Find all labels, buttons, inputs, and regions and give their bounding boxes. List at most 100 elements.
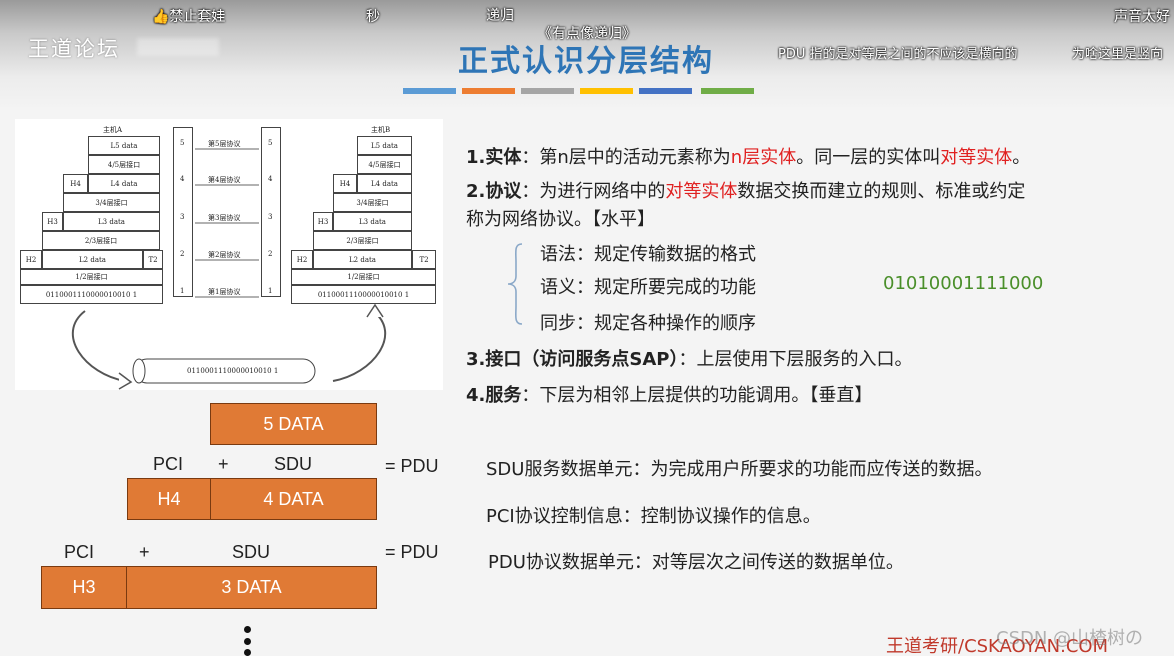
host-b-l2: L2 data (313, 250, 412, 269)
color-bar-4 (580, 88, 633, 94)
ellipsis-dot (244, 626, 251, 633)
box-h3: H3 (41, 566, 127, 609)
entity-text: 。同一层的实体叫 (796, 147, 941, 168)
protocol-semantics: 语义：规定所要完成的功能 (540, 277, 756, 298)
pci-label: PCI (153, 454, 184, 474)
color-bar-1 (403, 88, 456, 94)
protocol-label: 第2层协议 (208, 251, 241, 259)
danmaku-comment: 秒 (366, 9, 380, 25)
danmaku-comment: 递归 (486, 8, 514, 24)
watermark: CSDN @山楂树の (996, 628, 1144, 649)
box-3-data: 3 DATA (126, 566, 377, 609)
host-b-h3: H3 (313, 212, 333, 231)
protocol-label: 2.协议 (466, 181, 522, 202)
service-text: ：下层为相邻上层提供的功能调用。【垂直】 (521, 385, 873, 406)
entity-label: 1.实体 (466, 147, 522, 168)
pci-label: PCI (64, 542, 95, 562)
host-b-h2: H2 (291, 250, 313, 269)
layer-1-num: 1 (180, 287, 185, 295)
definition-pdu: PDU协议数据单元：对等层次之间传送的数据单位。 (488, 552, 904, 573)
host-b-if23: 2/3层接口 (313, 231, 412, 250)
interface-text: ：上层使用下层服务的入口。 (678, 349, 913, 370)
binary-example: 01010001111000 (883, 273, 1044, 294)
host-a-h2: H2 (20, 250, 42, 269)
host-b-t2: T2 (412, 250, 436, 269)
brace-icon (507, 243, 523, 325)
box-h4: H4 (127, 478, 211, 520)
box-4-data: 4 DATA (210, 478, 377, 520)
host-a-h4: H4 (63, 174, 88, 193)
protocol-syntax: 语法：规定传输数据的格式 (540, 244, 756, 265)
host-a-if12: 1/2层接口 (20, 269, 163, 285)
host-a-t2: T2 (143, 250, 163, 269)
brand-logo: 王道论坛 (28, 37, 120, 61)
layer-5-num: 5 (180, 139, 185, 147)
danmaku-comment: 声音太好 (1114, 9, 1170, 25)
host-b-bits: 0110001110000010010 1 (291, 285, 436, 304)
item-service: 4.服务：下层为相邻上层提供的功能调用。【垂直】 (466, 381, 872, 407)
host-a-if23: 2/3层接口 (42, 231, 160, 250)
host-a-h3: H3 (42, 212, 63, 231)
protocol-sync: 同步：规定各种操作的顺序 (540, 313, 756, 334)
pdu-label: = PDU (385, 542, 439, 562)
host-a-l3: L3 data (63, 212, 160, 231)
color-bar-6 (701, 88, 754, 94)
layer-3-num: 3 (268, 213, 273, 221)
protocol-label: 第4层协议 (208, 176, 241, 184)
protocol-label: 第3层协议 (208, 214, 241, 222)
service-label: 4.服务 (466, 385, 522, 406)
entity-highlight: n层实体 (730, 147, 797, 168)
layer-5-num: 5 (268, 139, 273, 147)
layer-number-column-b (261, 127, 281, 297)
item-interface: 3.接口（访问服务点SAP）：上层使用下层服务的入口。 (466, 345, 912, 371)
danmaku-comment: 👍禁止套娃 (152, 9, 226, 25)
protocol-highlight: 对等实体 (665, 181, 738, 202)
danmaku-comment: 为啥这里是竖向 (1072, 47, 1164, 62)
protocol-label: 第1层协议 (208, 288, 241, 296)
protocol-text: 数据交换而建立的规则、标准或约定 (737, 181, 1026, 202)
host-b-label: 主机B (371, 126, 391, 134)
protocol-label: 第5层协议 (208, 140, 241, 148)
layer-2-num: 2 (180, 250, 185, 258)
pdu-label: = PDU (385, 456, 439, 476)
layer-4-num: 4 (268, 175, 273, 183)
page-title: 正式认识分层结构 (458, 44, 714, 79)
footer-brand: 王道考研/CSKAOYAN.COM (886, 636, 1109, 656)
host-b-if34: 3/4层接口 (333, 193, 412, 212)
host-b-l3: L3 data (333, 212, 412, 231)
color-bar-2 (462, 88, 515, 94)
interface-label: 3.接口（访问服务点SAP） (466, 349, 679, 370)
host-b-l5: L5 data (357, 136, 412, 155)
layer-2-num: 2 (268, 250, 273, 258)
host-a-if45: 4/5层接口 (88, 155, 160, 174)
entity-highlight: 对等实体 (940, 147, 1013, 168)
color-bar-3 (521, 88, 574, 94)
item-protocol: 2.协议：为进行网络中的对等实体数据交换而建立的规则、标准或约定 (466, 177, 1025, 203)
host-a-bits: 0110001110000010010 1 (20, 285, 163, 304)
danmaku-comment: PDU 指的是对等层之间的不应该是横向的 (778, 47, 1018, 62)
ellipsis-dot (244, 638, 251, 645)
ellipsis-dot (244, 649, 251, 656)
plus-sign: + (139, 542, 150, 562)
host-a-l5: L5 data (88, 136, 160, 155)
host-b-if12: 1/2层接口 (291, 269, 436, 285)
entity-text: 。 (1012, 147, 1031, 168)
protocol-arrows (71, 148, 387, 390)
host-b-if45: 4/5层接口 (357, 155, 412, 174)
definition-sdu: SDU服务数据单元：为完成用户所要求的功能而应传送的数据。 (486, 459, 993, 480)
layer-4-num: 4 (180, 175, 185, 183)
color-bar-5 (639, 88, 692, 94)
host-a-l4: L4 data (88, 174, 160, 193)
danmaku-comment: 《有点像递归》 (538, 26, 636, 42)
item-entity: 1.实体：第n层中的活动元素称为n层实体。同一层的实体叫对等实体。 (466, 143, 1030, 169)
host-a-l2: L2 data (42, 250, 143, 269)
layer-architecture-figure: 主机A L5 data 4/5层接口 H4 L4 data 3/4层接口 H3 … (15, 119, 443, 390)
plus-sign: + (218, 454, 229, 474)
protocol-text: ：为进行网络中的 (521, 181, 666, 202)
host-a-if34: 3/4层接口 (63, 193, 160, 212)
definition-pci: PCI协议控制信息：控制协议操作的信息。 (486, 506, 821, 527)
sdu-label: SDU (232, 542, 271, 562)
box-5-data: 5 DATA (210, 403, 377, 445)
brand-blur (137, 38, 219, 56)
host-b-l4: L4 data (357, 174, 412, 193)
